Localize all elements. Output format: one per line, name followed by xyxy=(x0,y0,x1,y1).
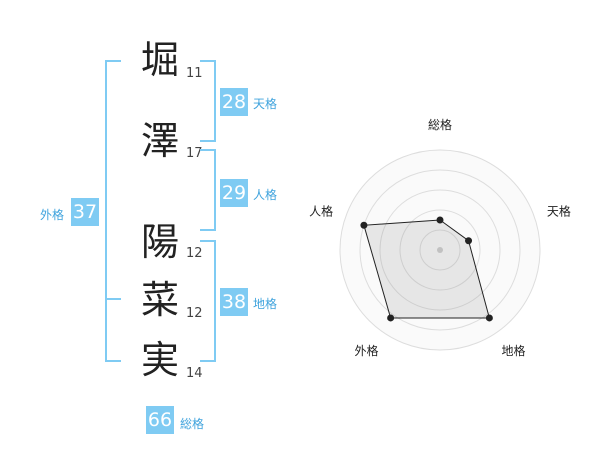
radar-axis-label: 総格 xyxy=(428,117,452,132)
radar-point-1 xyxy=(436,216,444,224)
radar-point-3 xyxy=(485,314,493,322)
chikaku-bracket xyxy=(200,240,216,362)
name-char-5: 実 xyxy=(141,338,180,382)
radar-ring xyxy=(419,229,461,271)
tenkaku-label: 天格 xyxy=(253,97,278,111)
name-char-1: 堀 xyxy=(141,38,180,82)
gaikaku-label: 外格 xyxy=(40,208,65,222)
radar-axis-label: 天格 xyxy=(547,203,571,218)
radar-point-2 xyxy=(465,237,473,245)
gaikaku-score: 37 xyxy=(71,198,99,226)
radar-axis-label: 外格 xyxy=(355,343,379,358)
radar-axis-label: 地格 xyxy=(501,343,525,358)
radar-area xyxy=(363,219,491,319)
jinkaku-bracket xyxy=(200,149,216,231)
soukaku-label: 総格 xyxy=(180,417,205,431)
stroke-count-2: 17 xyxy=(186,146,203,161)
gaikaku-divider xyxy=(105,298,121,300)
radar-ring xyxy=(359,169,521,331)
tenkaku-score: 28 xyxy=(220,88,248,116)
radar-points xyxy=(360,216,493,322)
name-char-4: 菜 xyxy=(141,278,180,322)
stroke-count-1: 11 xyxy=(186,66,203,81)
jinkaku-score: 29 xyxy=(220,179,248,207)
stroke-count-5: 14 xyxy=(186,366,203,381)
soukaku-score: 66 xyxy=(146,406,174,434)
tenkaku-bracket xyxy=(200,60,216,142)
chikaku-label: 地格 xyxy=(253,297,278,311)
stroke-count-4: 12 xyxy=(186,306,203,321)
radar-axis-label: 人格 xyxy=(309,203,333,218)
jinkaku-label: 人格 xyxy=(253,188,278,202)
radar-ring xyxy=(399,209,481,291)
stroke-count-3: 12 xyxy=(186,246,203,261)
radar-center xyxy=(437,247,443,253)
chikaku-score: 38 xyxy=(220,288,248,316)
radar-point-5 xyxy=(360,221,368,229)
name-char-3: 陽 xyxy=(141,220,180,264)
radar-ring xyxy=(379,189,501,311)
radar-rings xyxy=(339,149,541,351)
gaikaku-bracket xyxy=(105,60,121,362)
name-char-2: 澤 xyxy=(141,119,180,163)
radar-point-4 xyxy=(387,314,395,322)
